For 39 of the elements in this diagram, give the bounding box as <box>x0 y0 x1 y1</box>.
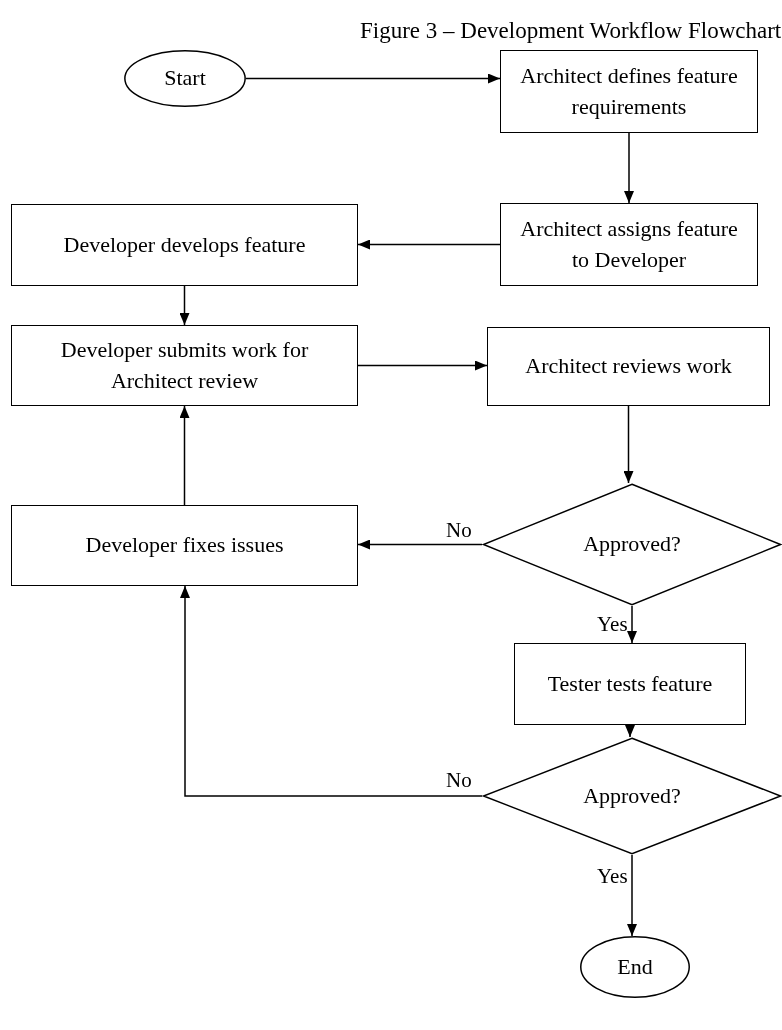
process-box <box>500 50 758 133</box>
arrow <box>179 405 190 506</box>
edge-label: Yes <box>597 866 628 887</box>
node-text: Developer develops feature <box>63 230 306 259</box>
node-text: Developer fixes issues <box>85 531 284 560</box>
node-text: Start <box>164 64 206 93</box>
arrow <box>179 285 190 326</box>
decision-diamond <box>482 737 782 855</box>
decision-diamond <box>482 483 782 606</box>
process-box <box>11 325 358 406</box>
arrow <box>623 405 634 484</box>
terminal-oval <box>580 936 690 998</box>
edge-label: Yes <box>597 614 628 635</box>
process-box <box>487 327 770 406</box>
arrow <box>357 539 483 550</box>
process-box <box>11 505 358 586</box>
terminal-oval <box>124 50 246 107</box>
node-text: Architect defines feature requirements <box>519 61 739 121</box>
node-text: Tester tests feature <box>547 669 713 698</box>
process-box <box>11 204 358 286</box>
process-box <box>500 203 758 286</box>
arrow <box>245 73 501 84</box>
node-text: Approved? <box>583 530 681 559</box>
arrow <box>627 854 637 937</box>
edge-label: No <box>446 770 472 791</box>
edge-label: No <box>446 520 472 541</box>
node-text: End <box>617 952 653 981</box>
node-text: Developer submits work for Architect review <box>59 335 310 395</box>
node-text: Approved? <box>583 781 681 810</box>
process-box <box>514 643 746 725</box>
node-text: Architect reviews work <box>525 352 732 381</box>
arrow <box>357 239 501 250</box>
arrow <box>627 605 637 644</box>
diagram-title: Figure 3 – Development Workflow Flowchart <box>360 18 780 44</box>
node-text: Architect assigns feature to Developer <box>519 214 739 274</box>
arrow <box>625 724 635 738</box>
arrow <box>624 132 634 204</box>
arrow <box>357 360 488 371</box>
arrow <box>180 585 483 797</box>
